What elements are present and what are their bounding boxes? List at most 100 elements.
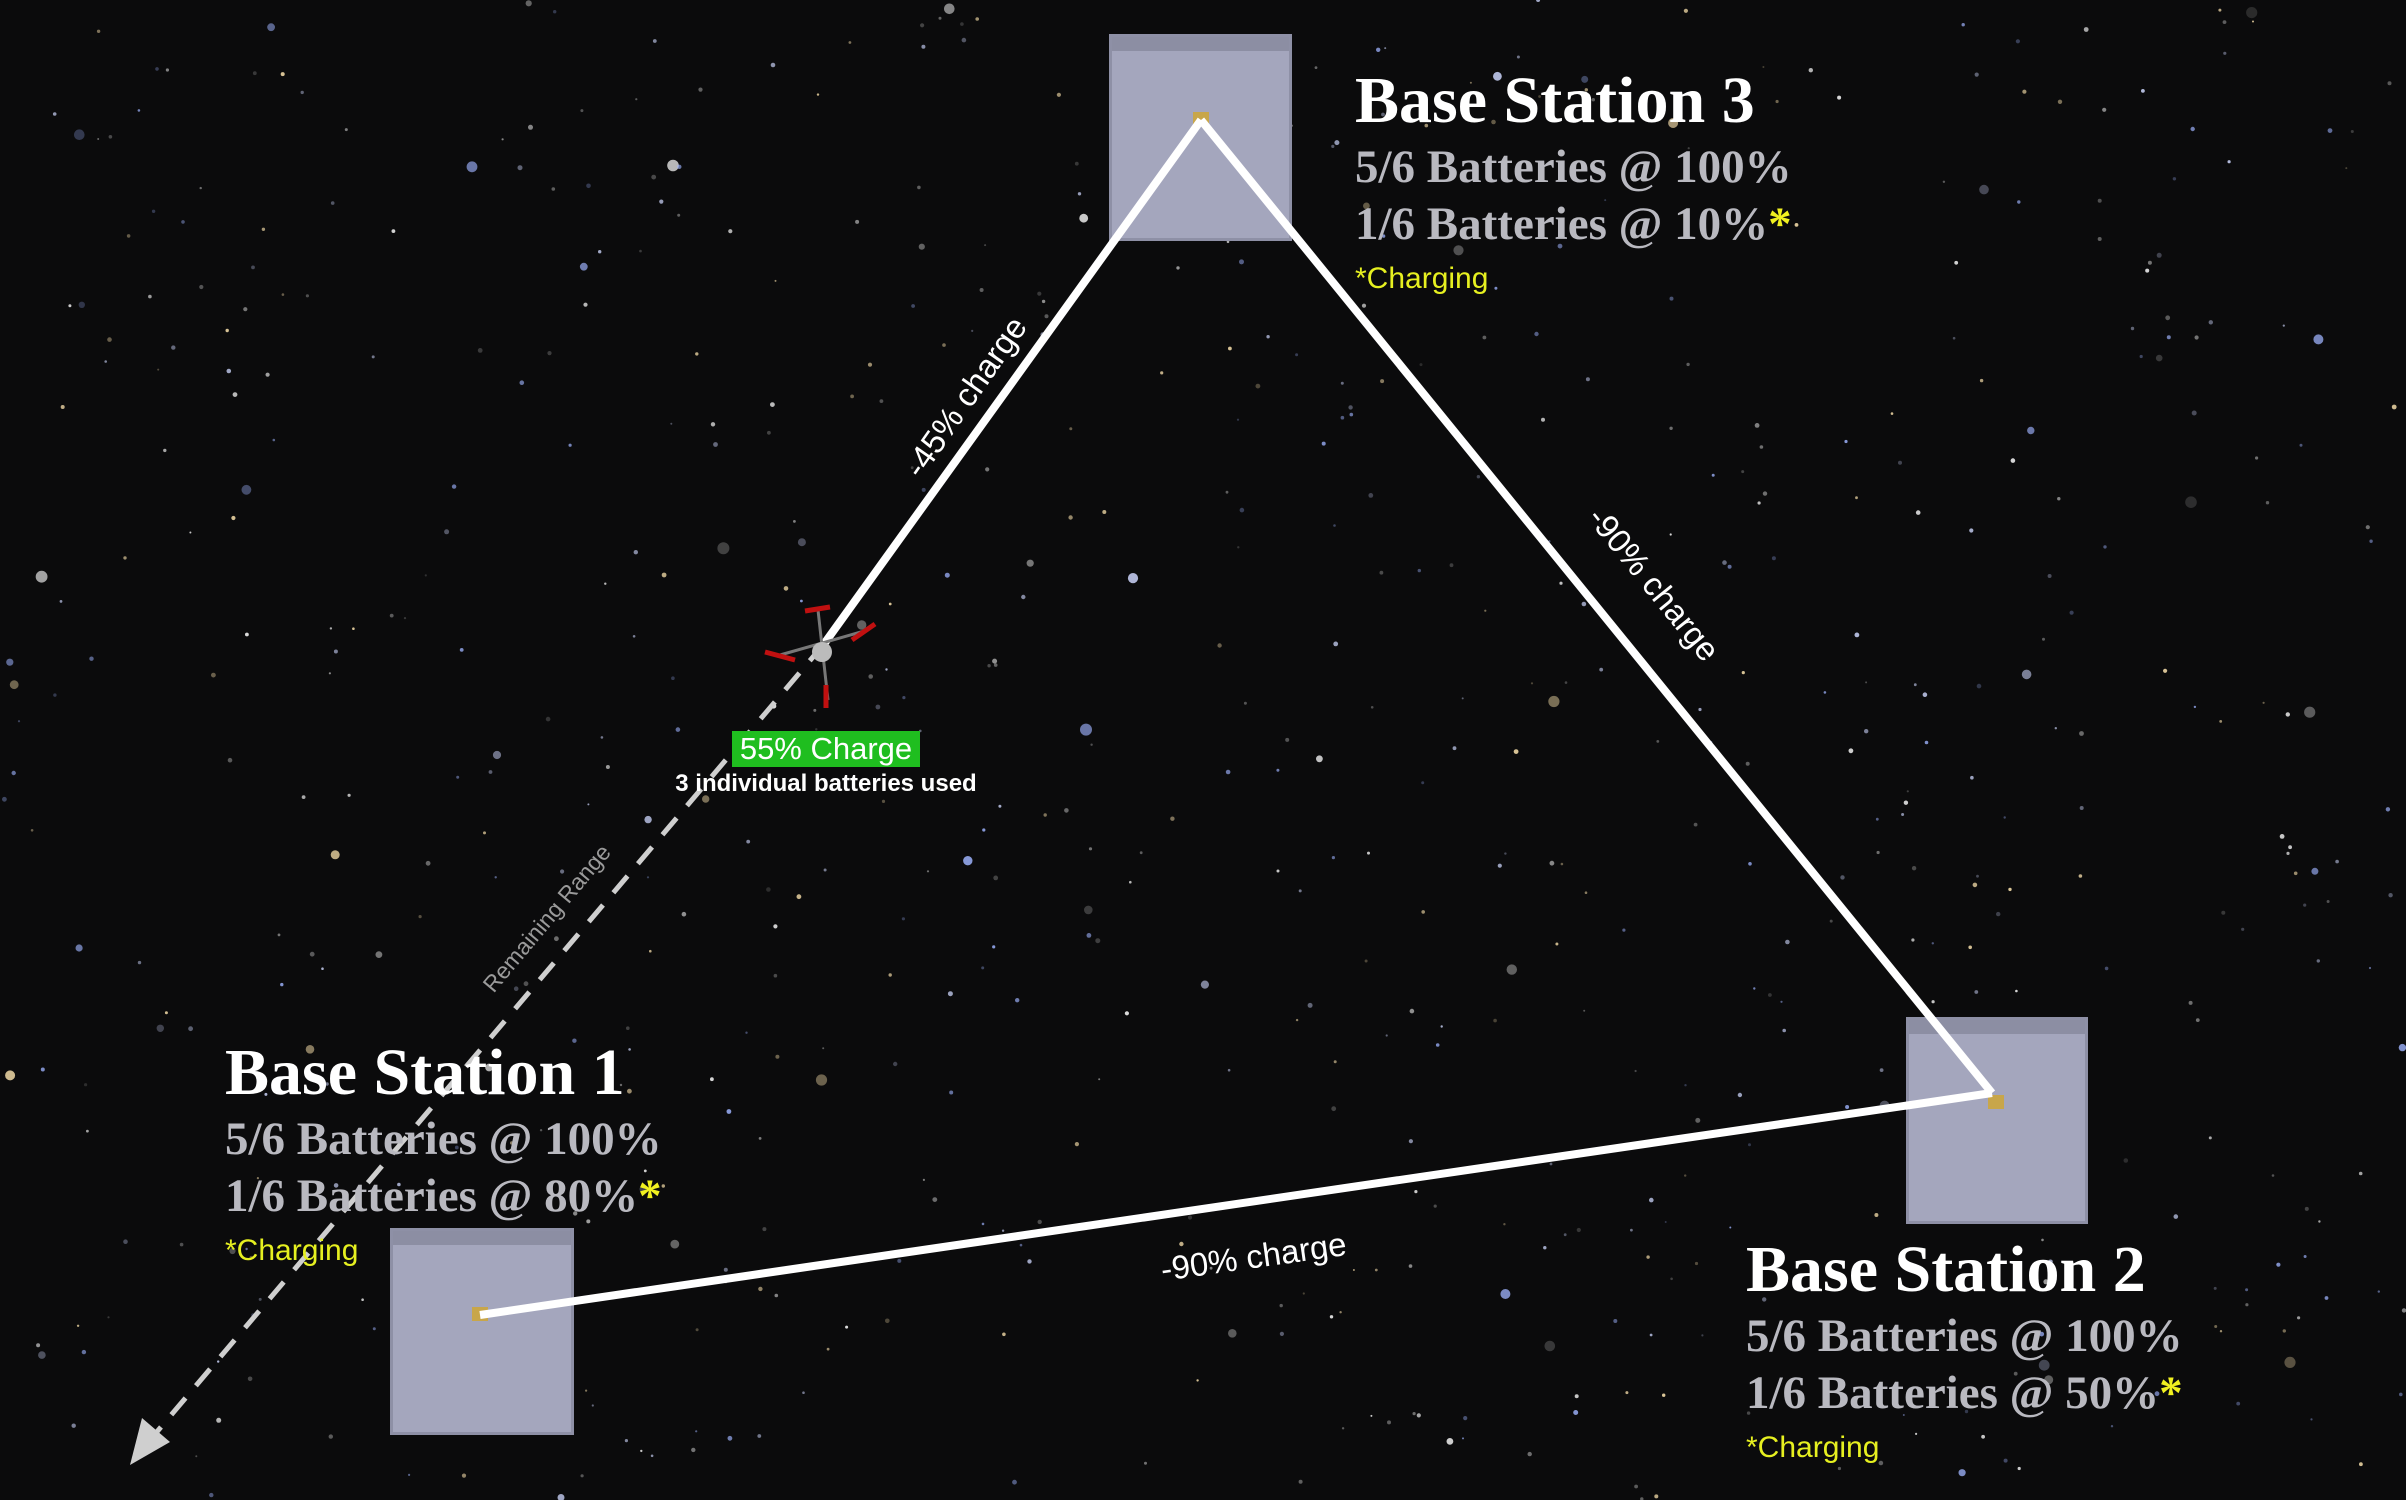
star-dot <box>670 1239 680 1249</box>
star-dot <box>333 1183 339 1188</box>
route-s1-s3 <box>820 117 1205 647</box>
star-dot <box>539 1129 543 1132</box>
star-dot <box>2313 334 2324 345</box>
star-dot <box>1127 573 1139 584</box>
star-dot <box>81 1349 87 1355</box>
star-dot <box>1808 68 1814 73</box>
star-dot <box>1544 1340 1556 1352</box>
star-dot <box>1424 123 1429 128</box>
base-station-2-pad[interactable] <box>1906 1017 2088 1224</box>
star-dot <box>1037 1219 1042 1225</box>
star-dot <box>1144 1461 1147 1465</box>
star-dot <box>1095 938 1101 944</box>
star-dot <box>256 1177 259 1180</box>
batteries-used-label: 3 individual batteries used <box>675 770 977 797</box>
star-dot <box>1972 882 1978 888</box>
star-dot <box>6 658 14 666</box>
star-dot <box>2219 720 2223 723</box>
drone-charge-badge: 55% Charge <box>732 731 920 767</box>
star-dot <box>604 582 607 585</box>
star-dot <box>1996 911 2001 917</box>
star-dot <box>1408 1139 1413 1144</box>
star-dot <box>344 128 348 132</box>
station-battery-line: 5/6 Batteries @ 100% <box>225 1113 662 1165</box>
star-dot <box>1414 1190 1418 1194</box>
star-dot <box>1176 266 1180 270</box>
star-dot <box>1226 240 1230 244</box>
star-dot <box>2318 1220 2321 1223</box>
star-dot <box>525 0 532 7</box>
star-dot <box>675 727 681 732</box>
star-dot <box>2069 610 2074 615</box>
star-dot <box>84 1083 88 1087</box>
star-dot <box>626 1026 630 1030</box>
star-dot <box>2015 989 2018 993</box>
star-dot <box>1686 362 1690 367</box>
star-dot <box>938 16 942 20</box>
star-dot <box>2388 893 2393 898</box>
star-dot <box>1669 426 1673 430</box>
drone-icon[interactable] <box>764 604 877 708</box>
star-dot <box>796 894 802 900</box>
star-dot <box>661 1184 665 1188</box>
star-dot <box>586 183 591 189</box>
star-dot <box>695 1328 699 1332</box>
star-dot <box>947 991 953 997</box>
star-dot <box>281 293 285 296</box>
star-dot <box>1331 144 1335 148</box>
star-dot <box>2297 1316 2301 1320</box>
star-dot <box>1239 259 1244 265</box>
star-dot <box>855 219 860 224</box>
star-dot <box>850 394 854 399</box>
star-dot <box>2097 237 2102 241</box>
star-dot <box>2369 539 2373 543</box>
star-dot <box>456 775 460 779</box>
star-dot <box>156 1024 164 1033</box>
star-dot <box>2043 1279 2049 1285</box>
base-station-1-pad[interactable] <box>390 1228 574 1435</box>
star-dot <box>1829 919 1833 923</box>
star-dot <box>1695 1117 1701 1123</box>
star-dot <box>1559 581 1563 585</box>
star-dot <box>981 966 985 970</box>
star-dot <box>2003 1458 2008 1463</box>
star-dot <box>774 1293 779 1298</box>
station-battery-line: 1/6 Batteries @ 80% <box>225 1170 639 1222</box>
star-dot <box>2285 712 2290 717</box>
star-dot <box>1974 990 1979 994</box>
star-dot <box>879 399 884 403</box>
star-dot <box>677 213 681 217</box>
star-dot <box>1298 1479 1303 1484</box>
star-dot <box>1649 1333 1653 1337</box>
star-dot <box>1745 761 1750 766</box>
star-dot <box>2039 1331 2045 1337</box>
star-dot <box>643 1169 647 1173</box>
star-dot <box>774 279 777 282</box>
star-dot <box>1922 692 1928 697</box>
star-dot <box>963 856 973 866</box>
star-dot <box>881 799 886 804</box>
star-dot <box>1741 470 1745 474</box>
star-dot <box>2279 834 2285 839</box>
star-dot <box>728 229 733 234</box>
star-dot <box>1329 1315 1334 1319</box>
star-dot <box>1364 959 1368 963</box>
star-dot <box>1374 1268 1378 1272</box>
base-station-2-node <box>1988 1095 2004 1109</box>
star-dot <box>702 795 710 803</box>
star-dot <box>1370 706 1374 709</box>
star-dot <box>1340 381 1344 385</box>
star-dot <box>2191 410 2197 416</box>
star-dot <box>1363 202 1370 210</box>
star-dot <box>1845 1105 1850 1109</box>
star-dot <box>488 770 493 774</box>
star-dot <box>553 10 557 14</box>
star-dot <box>1088 847 1093 851</box>
star-dot <box>1416 1413 1421 1418</box>
charging-marker: * <box>2159 1367 2183 1419</box>
star-dot <box>361 1298 364 1301</box>
star-dot <box>1762 1297 1767 1302</box>
star-dot <box>713 442 718 447</box>
star-dot <box>1874 1213 1879 1217</box>
star-dot <box>942 343 946 347</box>
